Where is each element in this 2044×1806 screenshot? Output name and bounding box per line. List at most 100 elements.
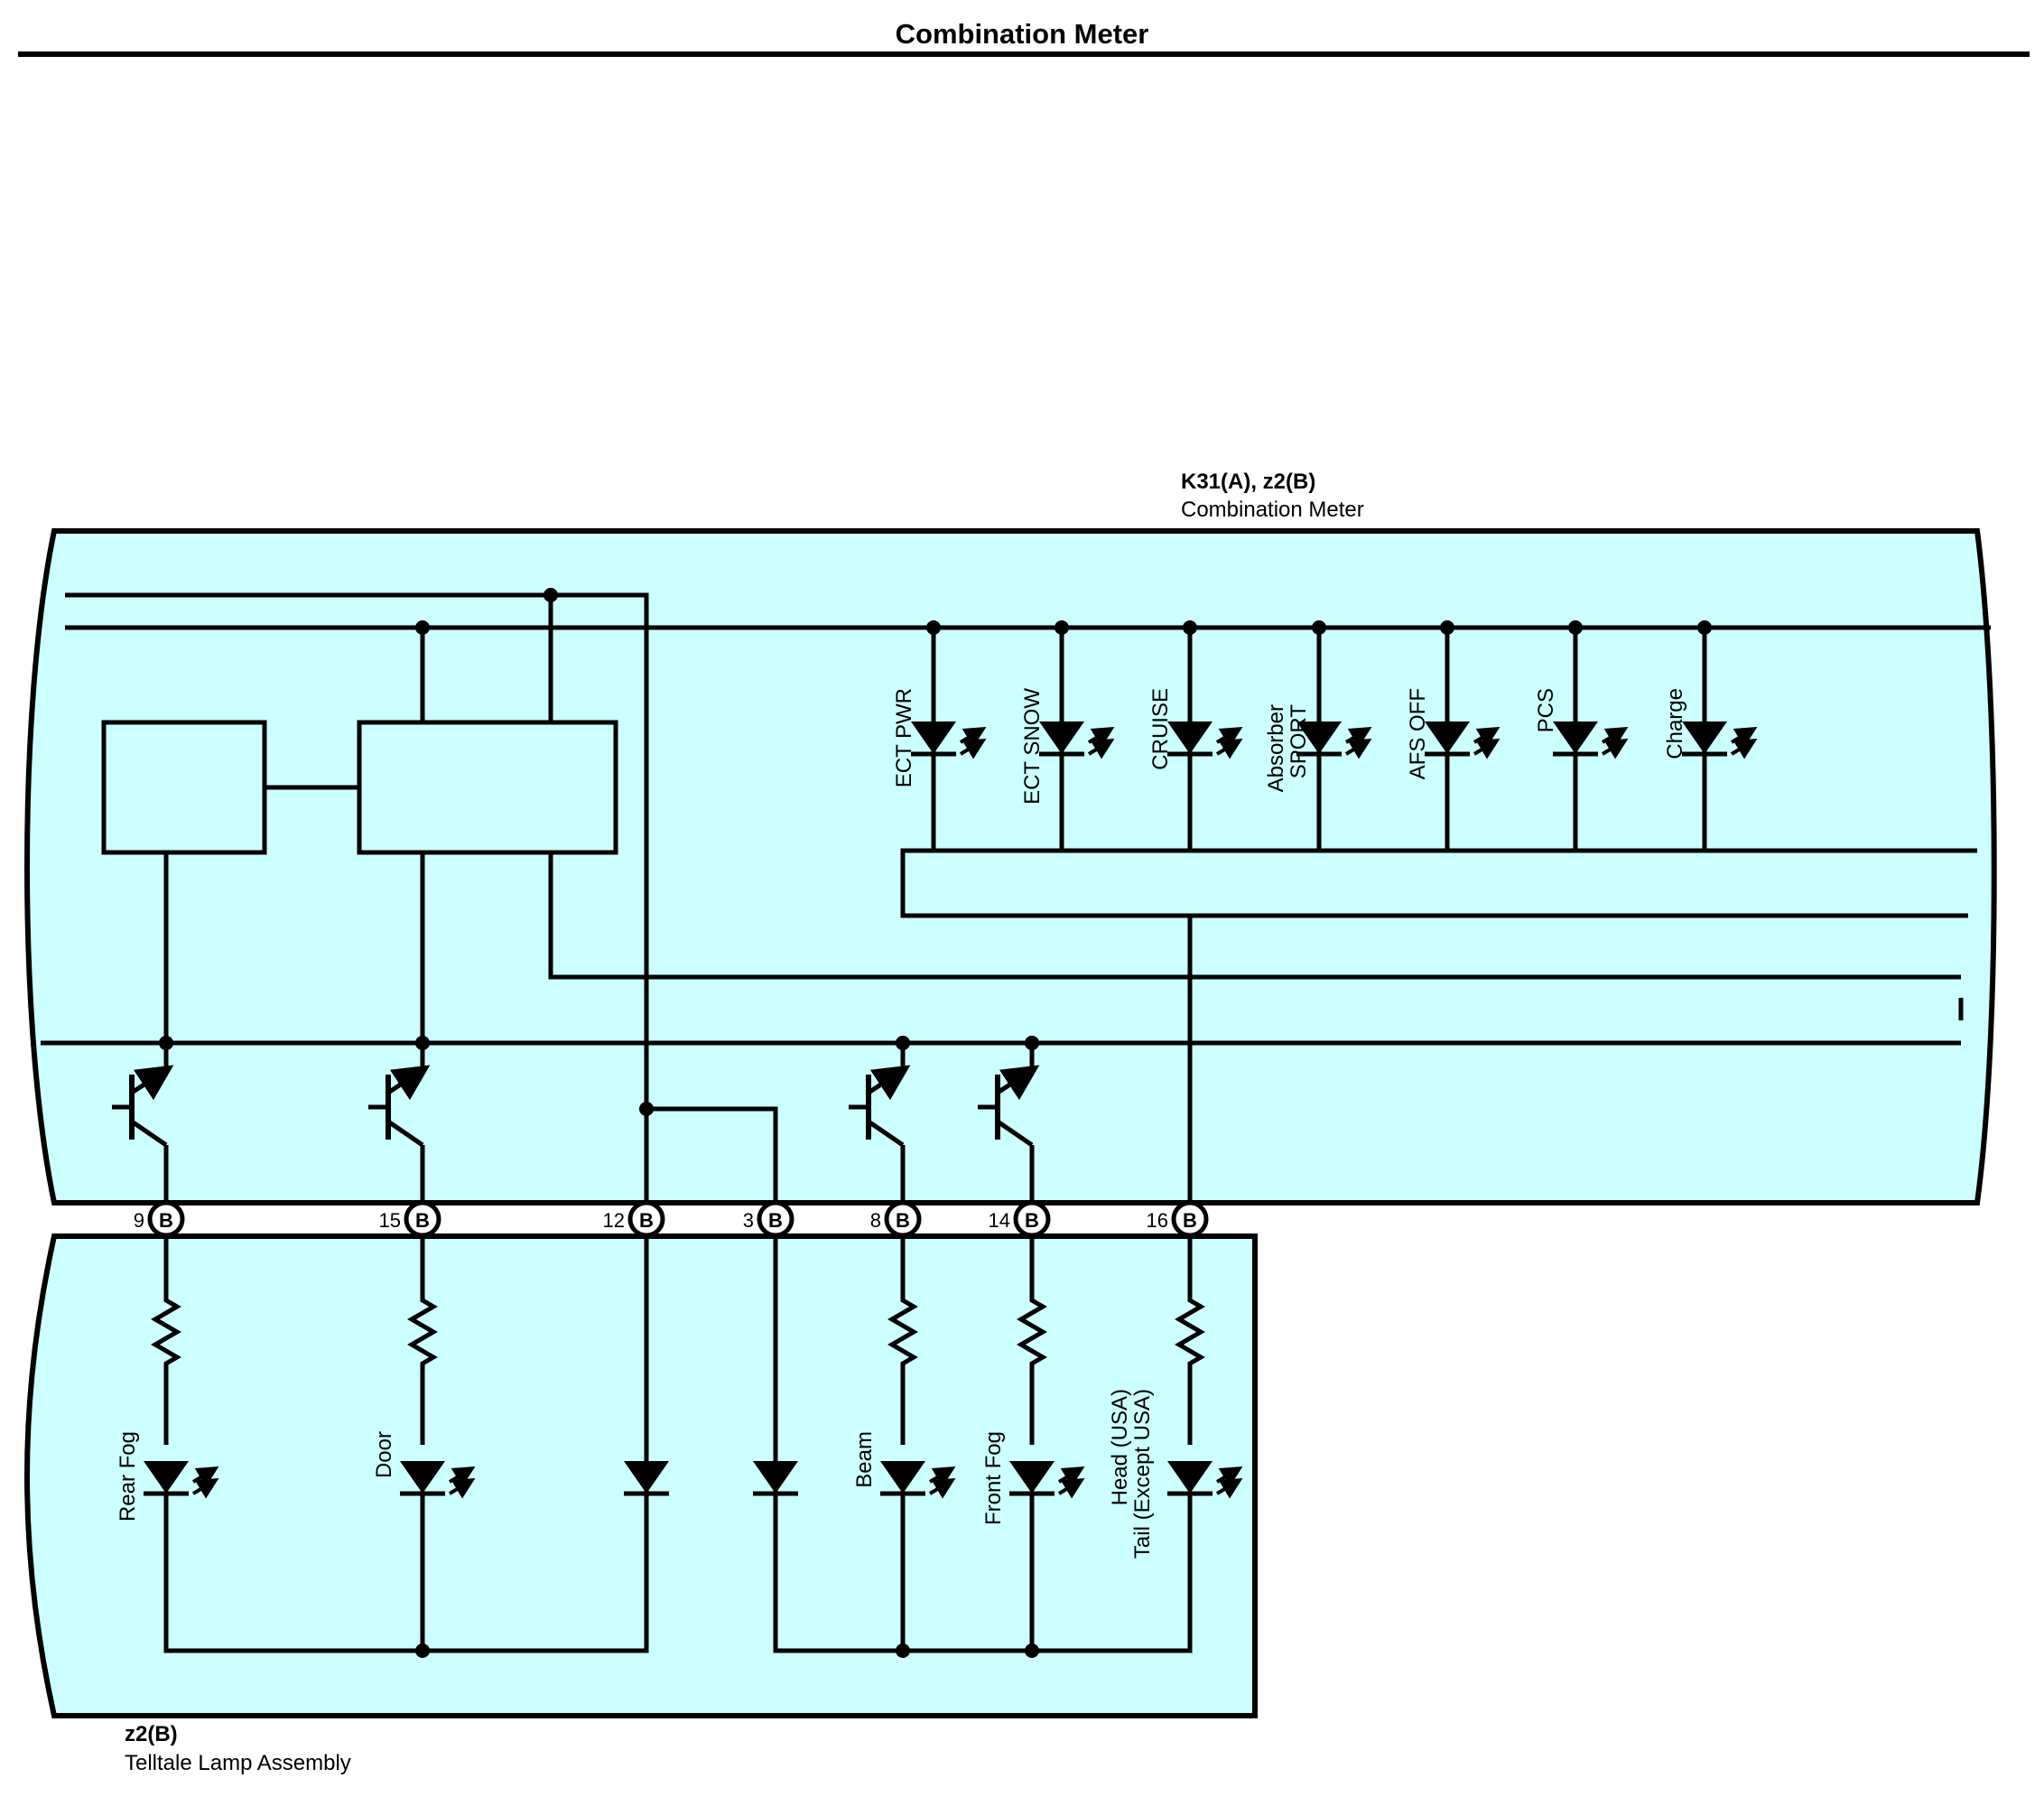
junction-dot bbox=[415, 1643, 430, 1658]
resistor-symbol bbox=[151, 1264, 181, 1445]
junction-dot bbox=[926, 620, 941, 635]
page-title: Combination Meter bbox=[896, 18, 1149, 50]
lamp-label: Tail (Except USA) bbox=[1130, 1389, 1155, 1559]
telltale-lamp: Door bbox=[372, 1264, 476, 1542]
pin-connector-letter: B bbox=[1025, 1209, 1039, 1232]
telltale-lamps: Rear Fog Door Beam Front Fog Head (USA)Tail … bbox=[116, 1264, 1243, 1559]
meter-name-label: Combination Meter bbox=[1181, 498, 1364, 522]
light-ray-icon bbox=[1087, 738, 1115, 759]
led-symbol bbox=[1425, 721, 1470, 754]
pin-number: 15 bbox=[379, 1209, 401, 1232]
transistor-symbol bbox=[368, 1036, 431, 1219]
lamp-label: Beam bbox=[852, 1431, 877, 1488]
indicator-label: CRUISE bbox=[1148, 688, 1173, 770]
light-ray-icon bbox=[1057, 1477, 1085, 1499]
meter-indicator: PCS bbox=[1534, 620, 1629, 851]
junction-dot bbox=[1183, 620, 1197, 635]
light-ray-icon bbox=[191, 1477, 219, 1499]
lamp-label: Rear Fog bbox=[116, 1431, 140, 1522]
resistor-symbol bbox=[1175, 1264, 1205, 1445]
pin-connector-letter: B bbox=[639, 1209, 654, 1232]
connector-pin: B 14 bbox=[989, 1200, 1051, 1264]
junction-dot bbox=[1055, 620, 1069, 635]
light-ray-icon bbox=[1730, 738, 1758, 759]
connector-pin: B 16 bbox=[1147, 1200, 1209, 1264]
light-ray-icon bbox=[1473, 738, 1500, 759]
led-symbol bbox=[1682, 721, 1727, 754]
indicator-label: PCS bbox=[1534, 688, 1558, 732]
meter-top-rail-1 bbox=[65, 592, 649, 1219]
connector-pin: B9 bbox=[134, 1200, 185, 1264]
wire bbox=[548, 852, 1961, 980]
light-ray-icon bbox=[1215, 738, 1243, 759]
telltale-lamp: Rear Fog bbox=[116, 1264, 219, 1542]
indicator-label: ECT SNOW bbox=[1020, 688, 1045, 805]
meter-connector-label: K31(A), z2(B) bbox=[1181, 470, 1315, 494]
light-ray-icon bbox=[1601, 738, 1629, 759]
indicator-label: ECT PWR bbox=[892, 688, 916, 787]
pin-number: 3 bbox=[743, 1209, 754, 1232]
indicator-label: Charge bbox=[1663, 688, 1687, 759]
led-symbol bbox=[880, 1461, 925, 1494]
light-ray-icon bbox=[1215, 1477, 1243, 1499]
junction-dot bbox=[896, 1643, 910, 1658]
pin-number: 12 bbox=[603, 1209, 625, 1232]
pin-number: 16 bbox=[1147, 1209, 1168, 1232]
led-symbol bbox=[1167, 1461, 1212, 1494]
light-ray-icon bbox=[448, 1477, 476, 1499]
return-left bbox=[163, 1467, 649, 1653]
telltale-name-label: Telltale Lamp Assembly bbox=[125, 1751, 351, 1775]
light-ray-icon bbox=[928, 1477, 956, 1499]
telltale-lamp: Beam bbox=[852, 1264, 956, 1542]
pin-connector-letter: B bbox=[159, 1209, 173, 1232]
resistor-symbol bbox=[887, 1264, 918, 1445]
led-symbol bbox=[1167, 721, 1212, 754]
led-symbol bbox=[1553, 721, 1598, 754]
meter-indicator: AFS OFF bbox=[1406, 620, 1500, 851]
junction-dot bbox=[1440, 620, 1454, 635]
junction-dot bbox=[1025, 1643, 1039, 1658]
resistor-symbol bbox=[407, 1264, 438, 1445]
telltale-lamp: Head (USA)Tail (Except USA) bbox=[1108, 1264, 1243, 1559]
wire bbox=[646, 1106, 778, 1219]
light-ray-icon bbox=[959, 738, 987, 759]
combination-meter-panel bbox=[24, 528, 1997, 1206]
meter-indicator: CRUISE bbox=[1148, 620, 1243, 851]
connector-pin: B8 bbox=[870, 1200, 922, 1264]
junction-dot bbox=[1568, 620, 1583, 635]
meter-indicator: ECT PWR bbox=[892, 620, 987, 851]
led-symbol bbox=[1039, 721, 1084, 754]
connector-pin: B 15 bbox=[379, 1200, 441, 1264]
pin-connector-letter: B bbox=[896, 1209, 910, 1232]
pin-number: 14 bbox=[989, 1209, 1010, 1232]
pin-number: 8 bbox=[870, 1209, 881, 1232]
lamp-label: Door bbox=[372, 1431, 396, 1478]
led-symbol bbox=[1296, 721, 1342, 754]
junction-dot bbox=[1697, 620, 1712, 635]
junction-dot bbox=[1312, 620, 1326, 635]
led-symbol bbox=[911, 721, 956, 754]
connector-pin: B 12 bbox=[603, 1200, 665, 1264]
led-symbol bbox=[400, 1461, 445, 1494]
indicator-label: AFS OFF bbox=[1406, 688, 1430, 779]
connector-pin: B3 bbox=[743, 1200, 794, 1264]
transistor-symbol bbox=[112, 1036, 174, 1219]
lamp-label: Front Fog bbox=[981, 1431, 1006, 1525]
indicator-label: SPORT bbox=[1287, 704, 1311, 779]
pin-connector-letter: B bbox=[768, 1209, 783, 1232]
light-ray-icon bbox=[1344, 738, 1372, 759]
indicator-return-bar bbox=[900, 848, 1977, 918]
resistor-symbol bbox=[1017, 1264, 1047, 1445]
telltale-connector-label: z2(B) bbox=[125, 1722, 178, 1746]
telltale-lamp: Front Fog bbox=[981, 1264, 1085, 1542]
pin-connector-letter: B bbox=[1183, 1209, 1197, 1232]
pin-connector-letter: B bbox=[415, 1209, 430, 1232]
meter-indicator: Charge bbox=[1663, 620, 1758, 851]
indicator-label: Absorber bbox=[1264, 704, 1288, 792]
pin-number: 9 bbox=[134, 1209, 144, 1232]
return-right bbox=[773, 1467, 1193, 1653]
